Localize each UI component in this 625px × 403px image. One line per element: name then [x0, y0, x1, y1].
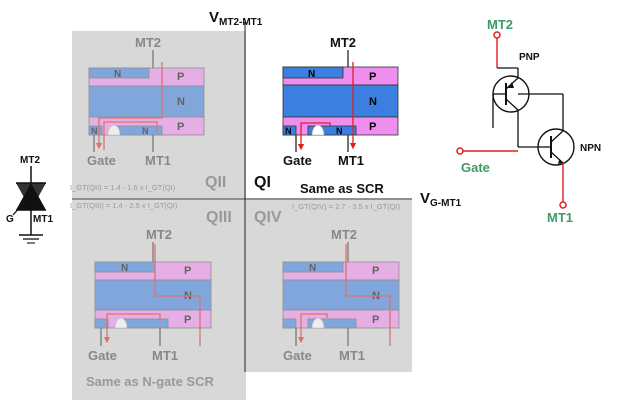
quadrant-iv-structure: N P N P [282, 242, 400, 346]
q4-mt1-label: MT1 [339, 348, 365, 363]
svg-text:P: P [177, 71, 184, 83]
q4-gate-label: Gate [283, 348, 312, 363]
q1-gate-label: Gate [283, 153, 312, 168]
triac-symbol [12, 166, 46, 244]
svg-text:N: N [114, 69, 121, 80]
q1-mt2-label: MT2 [330, 35, 356, 50]
svg-text:P: P [184, 314, 191, 326]
svg-text:N: N [369, 96, 377, 108]
q2-formula-1: I_GT(QII) = 1.4 - 1.6 x I_GT(QI) [70, 183, 176, 192]
svg-text:N: N [121, 263, 128, 274]
quadrant-iii-structure: N P N P [94, 242, 212, 346]
quadrant-iii-label: QIII [206, 209, 232, 226]
q2-mt1-label: MT1 [145, 153, 171, 168]
eq-gate-label: Gate [461, 160, 490, 175]
svg-text:N: N [308, 69, 315, 80]
q3-formula: I_GT(QIII) = 1.4 - 2.5 x I_GT(QI) [70, 201, 178, 210]
svg-text:P: P [369, 121, 376, 133]
quadrant-iii-note: Same as N-gate SCR [86, 374, 214, 389]
vertical-axis-label: VMT2-MT1 [209, 9, 263, 28]
q1-mt1-label: MT1 [338, 153, 364, 168]
quadrant-i-structure: N P N P N N [282, 50, 399, 152]
svg-text:P: P [369, 71, 376, 83]
equivalent-circuit [456, 31, 575, 209]
eq-npn-label: NPN [580, 143, 601, 154]
quadrant-iv-label: QIV [254, 209, 282, 226]
triac-mt1-label: MT1 [33, 214, 53, 225]
triac-mt2-label: MT2 [20, 155, 40, 166]
horizontal-axis-label: VG-MT1 [420, 190, 462, 209]
quadrant-i-label: QI [254, 174, 271, 191]
eq-pnp-label: PNP [519, 52, 540, 63]
svg-text:N: N [142, 126, 149, 136]
svg-text:N: N [285, 126, 292, 136]
q3-mt1-label: MT1 [152, 348, 178, 363]
eq-mt2-label: MT2 [487, 17, 513, 32]
eq-mt1-label: MT1 [547, 210, 573, 225]
svg-text:P: P [184, 265, 191, 277]
quadrant-ii-label: QII [205, 174, 226, 191]
svg-text:P: P [177, 121, 184, 133]
svg-text:N: N [177, 96, 185, 108]
svg-text:N: N [91, 126, 98, 136]
svg-text:P: P [372, 265, 379, 277]
q3-mt2-label: MT2 [146, 227, 172, 242]
q2-mt2-label: MT2 [135, 35, 161, 50]
q4-mt2-label: MT2 [331, 227, 357, 242]
triac-g-label: G [6, 214, 14, 225]
quadrant-ii-structure: N P N P N N [88, 50, 205, 152]
svg-text:P: P [372, 314, 379, 326]
q4-formula: I_GT(QIV) = 2.7 - 3.5 x I_GT(QI) [292, 202, 401, 211]
svg-text:N: N [309, 263, 316, 274]
q2-gate-label: Gate [87, 153, 116, 168]
svg-text:N: N [336, 126, 343, 136]
q3-gate-label: Gate [88, 348, 117, 363]
quadrant-i-note: Same as SCR [300, 181, 384, 196]
